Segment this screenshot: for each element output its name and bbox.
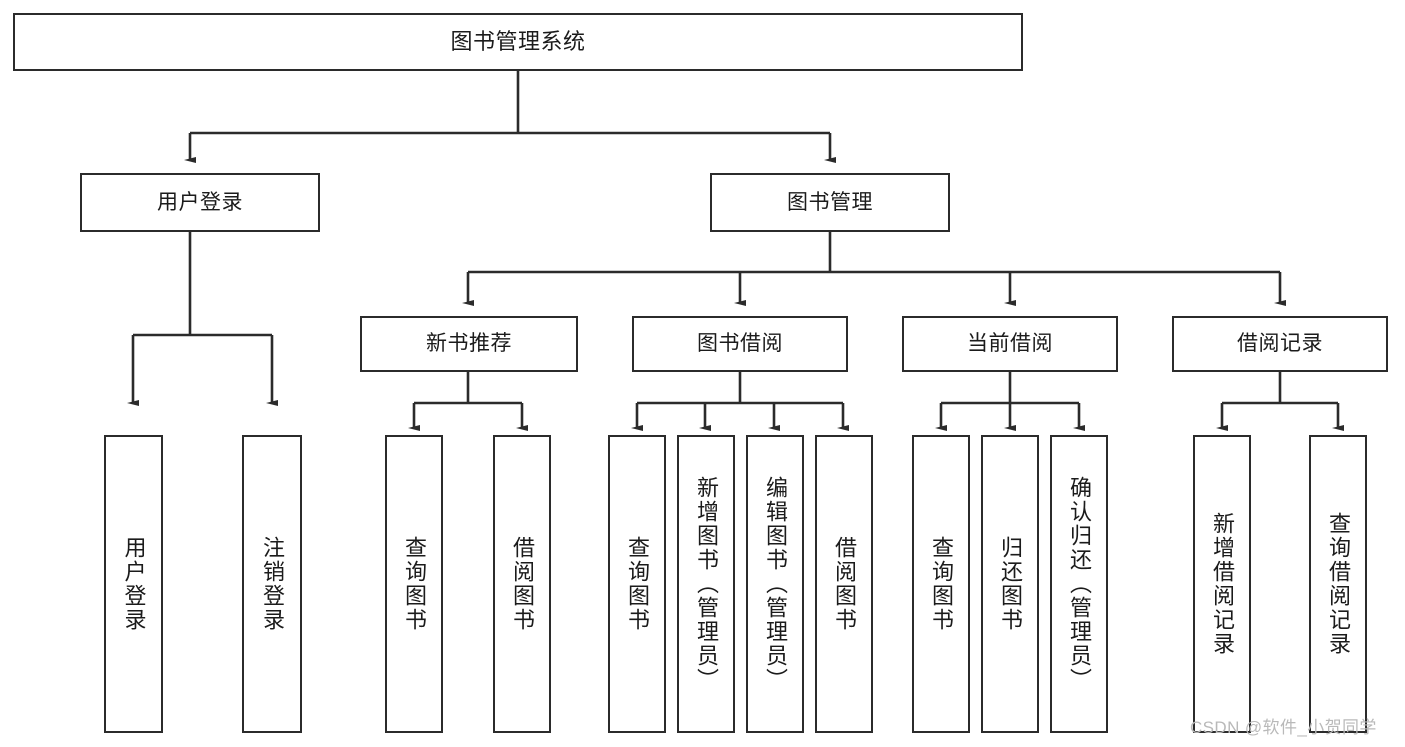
node-label: 图书借阅 <box>697 332 783 356</box>
leaf-borrow-book-recommend[interactable]: 借阅图书 <box>493 435 551 733</box>
leaf-query-book-recommend[interactable]: 查询图书 <box>385 435 443 733</box>
leaf-user-login[interactable]: 用户登录 <box>104 435 163 733</box>
node-label: 查询图书 <box>402 536 427 632</box>
node-label: 借阅图书 <box>832 536 857 632</box>
leaf-query-book-borrow[interactable]: 查询图书 <box>608 435 666 733</box>
node-book-borrow[interactable]: 图书借阅 <box>632 316 848 372</box>
node-user-login[interactable]: 用户登录 <box>80 173 320 232</box>
leaf-query-book-current[interactable]: 查询图书 <box>912 435 970 733</box>
csdn-watermark: CSDN @软件_小贺同学 <box>1190 718 1377 737</box>
node-label: 注销登录 <box>260 536 285 632</box>
leaf-logout[interactable]: 注销登录 <box>242 435 302 733</box>
node-book-management[interactable]: 图书管理 <box>710 173 950 232</box>
node-label: 查询图书 <box>929 536 954 632</box>
leaf-add-borrow-record[interactable]: 新增借阅记录 <box>1193 435 1251 733</box>
node-borrow-record[interactable]: 借阅记录 <box>1172 316 1388 372</box>
node-label: 当前借阅 <box>967 332 1053 356</box>
node-label: 编辑图书（管理员） <box>763 476 788 692</box>
node-label: 查询借阅记录 <box>1326 512 1351 656</box>
node-new-book-recommend[interactable]: 新书推荐 <box>360 316 578 372</box>
node-label: 查询图书 <box>625 536 650 632</box>
leaf-return-book[interactable]: 归还图书 <box>981 435 1039 733</box>
leaf-add-book-admin[interactable]: 新增图书（管理员） <box>677 435 735 733</box>
leaf-query-borrow-record[interactable]: 查询借阅记录 <box>1309 435 1367 733</box>
leaf-borrow-book[interactable]: 借阅图书 <box>815 435 873 733</box>
leaf-confirm-return-admin[interactable]: 确认归还（管理员） <box>1050 435 1108 733</box>
node-root-system[interactable]: 图书管理系统 <box>13 13 1023 71</box>
node-label: 图书管理 <box>787 190 873 214</box>
node-label: 图书管理系统 <box>450 28 586 54</box>
leaf-edit-book-admin[interactable]: 编辑图书（管理员） <box>746 435 804 733</box>
node-label: 用户登录 <box>121 536 147 632</box>
node-label: 新增图书（管理员） <box>694 476 719 692</box>
node-label: 借阅图书 <box>510 536 535 632</box>
node-label: 借阅记录 <box>1237 332 1323 356</box>
node-label: 确认归还（管理员） <box>1067 476 1092 692</box>
node-current-borrow[interactable]: 当前借阅 <box>902 316 1118 372</box>
node-label: 新增借阅记录 <box>1210 512 1235 656</box>
node-label: 用户登录 <box>157 190 243 214</box>
node-label: 归还图书 <box>998 536 1023 632</box>
node-label: 新书推荐 <box>426 332 512 356</box>
